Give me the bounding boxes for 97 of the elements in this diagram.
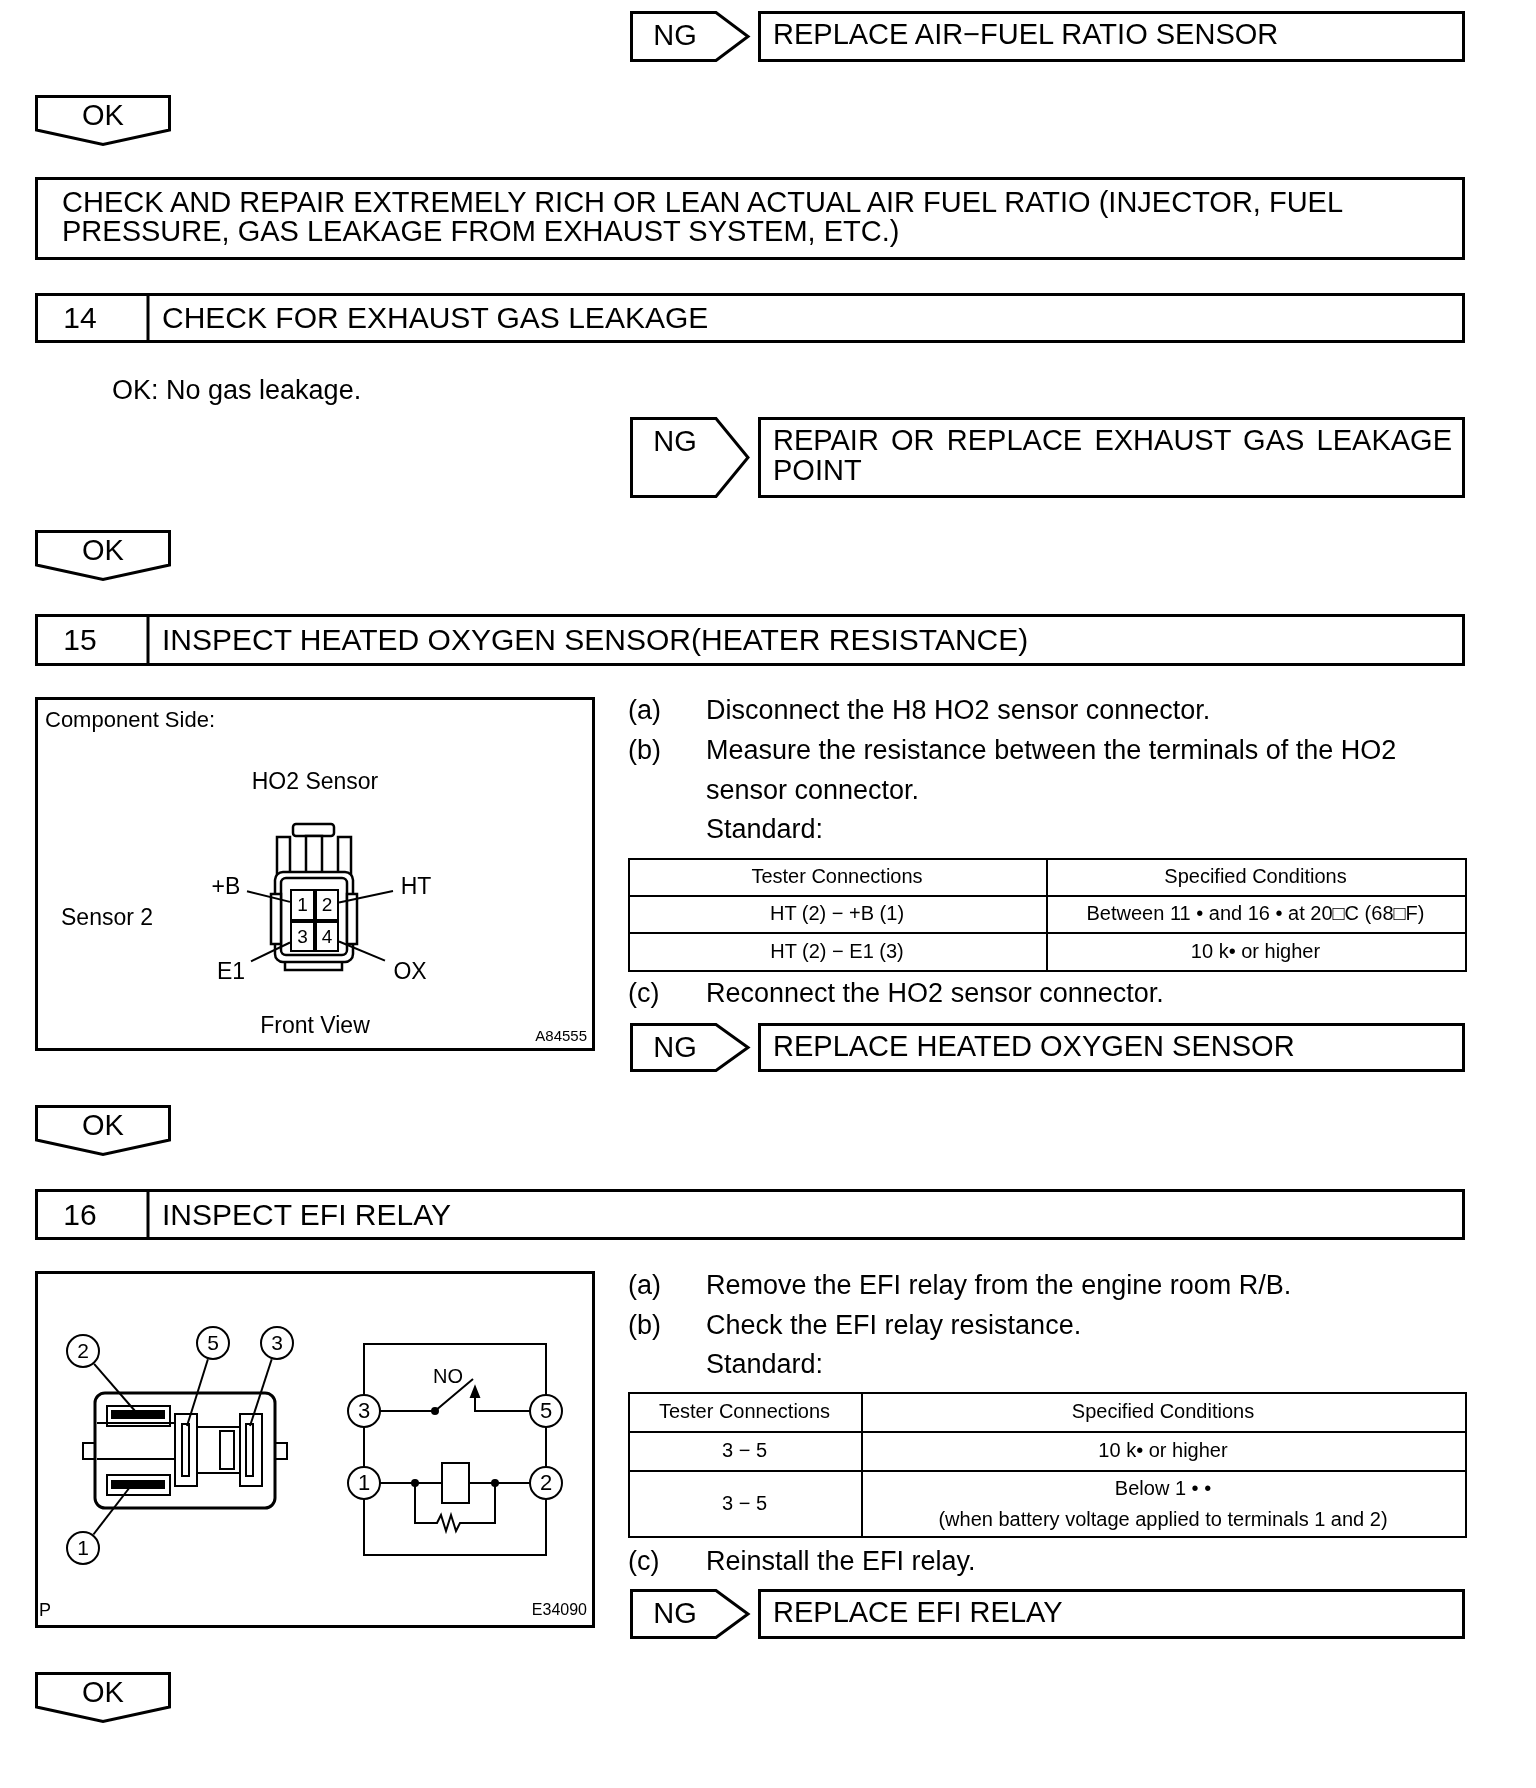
leader-line xyxy=(186,1358,209,1427)
terminal-cell: 4 xyxy=(315,921,339,952)
ok-label: OK xyxy=(81,99,125,131)
leader-line xyxy=(249,1358,273,1427)
table-entry: 10 k• or higher xyxy=(1097,1438,1229,1463)
pin-number: 5 xyxy=(538,1397,554,1425)
leader-line xyxy=(250,941,291,963)
action-text: REPLACE EFI RELAY xyxy=(773,1597,1064,1627)
action-text: REPAIR OR REPLACE EXHAUST GAS LEAKAGE POINT xyxy=(773,425,1452,485)
ok-arrow xyxy=(35,1105,171,1156)
column-heading: Tester Connections xyxy=(750,864,924,889)
step-letter: (c) xyxy=(628,976,661,1010)
leader-line xyxy=(92,1486,131,1536)
ok-arrow xyxy=(35,95,171,146)
result-box xyxy=(758,1023,1465,1072)
ng-label: NG xyxy=(652,19,698,51)
result-box xyxy=(758,11,1465,62)
standard-heading: Standard: xyxy=(706,812,825,846)
step-letter: (b) xyxy=(628,733,662,767)
step-title: CHECK FOR EXHAUST GAS LEAKAGE xyxy=(162,300,709,336)
illustration-panel xyxy=(35,697,595,1051)
callout-circle: 1 xyxy=(66,1531,100,1565)
table-entry: Between 11 • and 16 • at 20□C (68□F) xyxy=(1085,901,1426,926)
ok-label: OK xyxy=(81,1109,125,1141)
terminal-cell: 3 xyxy=(290,921,315,952)
terminal-label: HT xyxy=(393,873,439,899)
ok-arrow xyxy=(35,1672,171,1723)
column-heading: Tester Connections xyxy=(657,1399,832,1424)
column-heading: Specified Conditions xyxy=(1163,864,1348,889)
step-title: INSPECT HEATED OXYGEN SENSOR(HEATER RESISTANCE) xyxy=(162,622,1029,658)
ng-label: NG xyxy=(652,1597,698,1629)
instruction-text: Check the EFI relay resistance. xyxy=(706,1308,1083,1342)
ng-arrow xyxy=(630,11,750,62)
caption-text: Component Side: xyxy=(45,706,216,734)
instruction-text: Reinstall the EFI relay. xyxy=(706,1544,977,1578)
ng-label: NG xyxy=(652,1031,698,1063)
step-number: 14 xyxy=(62,300,98,336)
step-letter: (a) xyxy=(628,693,662,727)
caption-text: P xyxy=(39,1599,52,1622)
instruction-text: Disconnect the H8 HO2 sensor connector. xyxy=(706,693,1212,727)
table-entry: (when battery voltage applied to terminals 1 and 2) xyxy=(937,1506,1389,1532)
instruction-text: Reconnect the HO2 sensor connector. xyxy=(706,976,1165,1010)
table-entry: 3 − 5 xyxy=(720,1490,768,1516)
illustration-panel xyxy=(35,1271,595,1628)
ng-arrow xyxy=(630,1589,750,1639)
instruction-text: Measure the resistance between the terminals of the HO2 sensor connector. xyxy=(706,734,1398,807)
step-title: INSPECT EFI RELAY xyxy=(162,1197,451,1233)
table-entry: 3 − 5 xyxy=(720,1438,768,1463)
ok-criterion: OK: No gas leakage. xyxy=(112,373,363,407)
instruction-text: Remove the EFI relay from the engine room R/B. xyxy=(706,1268,1293,1302)
callout-circle: 2 xyxy=(66,1334,100,1368)
step-letter: (b) xyxy=(628,1308,662,1342)
terminal-label: +B xyxy=(205,873,247,899)
pin-number: 2 xyxy=(538,1469,554,1497)
callout-circle: 5 xyxy=(196,1326,230,1360)
switch-label: NO xyxy=(432,1364,464,1388)
step-header-bar xyxy=(35,1189,1465,1240)
table-entry: HT (2) − +B (1) xyxy=(768,901,906,926)
ng-arrow xyxy=(630,417,750,498)
pin-number: 1 xyxy=(356,1469,372,1497)
terminal-cell: 2 xyxy=(315,889,339,921)
leader-line xyxy=(338,940,386,962)
caption-text: Front View xyxy=(259,1011,371,1040)
action-text: REPLACE AIR−FUEL RATIO SENSOR xyxy=(773,19,1280,49)
pin-number: 3 xyxy=(356,1397,372,1425)
leader-line xyxy=(93,1362,136,1412)
step-header-bar xyxy=(35,293,1465,343)
ok-label: OK xyxy=(81,534,125,566)
leader-line xyxy=(338,889,394,904)
result-box xyxy=(758,417,1465,498)
ok-arrow xyxy=(35,530,171,581)
table-entry: Below 1 • • xyxy=(1113,1475,1213,1501)
terminal-label: E1 xyxy=(211,957,251,985)
step-header-bar xyxy=(35,614,1465,666)
ng-arrow xyxy=(630,1023,750,1072)
result-box xyxy=(758,1589,1465,1639)
caption-text: E34090 xyxy=(530,1600,587,1620)
step-number: 16 xyxy=(62,1197,98,1233)
table-entry: 10 k• or higher xyxy=(1189,938,1322,964)
terminal-cell: 1 xyxy=(290,889,315,921)
ng-label: NG xyxy=(652,425,698,457)
caption-text: A84555 xyxy=(534,1026,587,1046)
caption-text: Sensor 2 xyxy=(61,903,155,932)
terminal-label: OX xyxy=(385,957,435,985)
ok-label: OK xyxy=(81,1676,125,1708)
action-box xyxy=(35,177,1465,260)
table-entry: HT (2) − E1 (3) xyxy=(769,938,905,964)
callout-circle: 3 xyxy=(260,1326,294,1360)
step-letter: (a) xyxy=(628,1268,662,1302)
leader-line xyxy=(246,890,291,903)
step-number: 15 xyxy=(62,622,98,658)
step-letter: (c) xyxy=(628,1544,661,1578)
caption-text: HO2 Sensor xyxy=(250,767,380,796)
action-text: REPLACE HEATED OXYGEN SENSOR xyxy=(773,1031,1296,1061)
action-text: CHECK AND REPAIR EXTREMELY RICH OR LEAN ACTUAL AIR FUEL RATIO (INJECTOR, FUEL PRESSURE, GAS LEAKAGE FROM EXHAUST SYSTEM, ETC.) xyxy=(62,188,1344,246)
standard-heading: Standard: xyxy=(706,1347,825,1381)
column-heading: Specified Conditions xyxy=(1070,1399,1256,1424)
